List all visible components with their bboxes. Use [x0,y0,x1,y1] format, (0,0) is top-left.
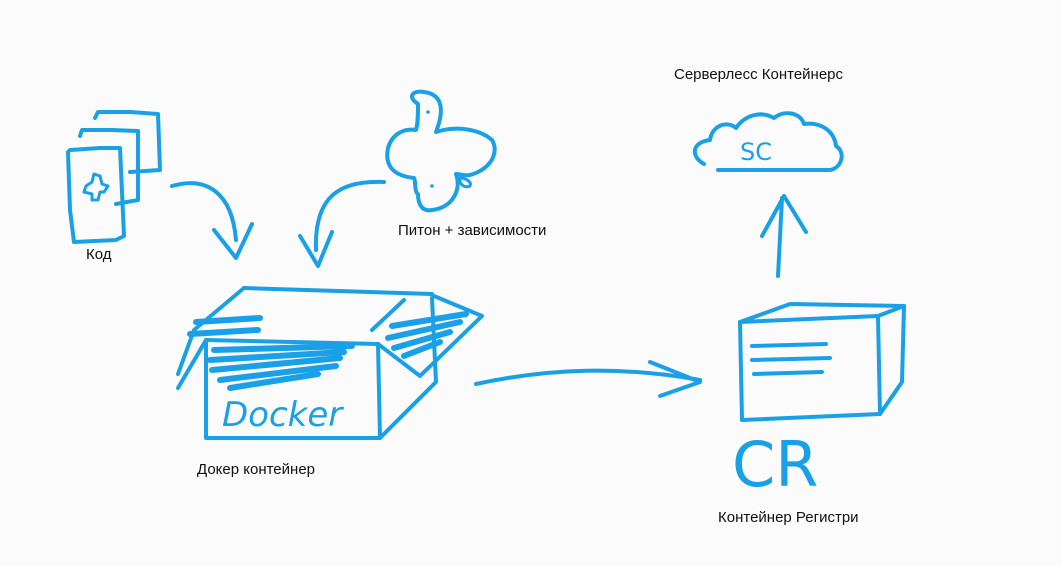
docker-container-label: Докер контейнер [197,461,316,478]
code-files-icon [66,110,162,244]
python-label: Питон + зависимости [398,222,547,239]
arrow-docker-to-registry [474,360,702,398]
container-registry-box: CR [732,302,906,501]
arrow-registry-to-cloud [760,194,808,278]
container-registry-label: Контейнер Регистри [718,509,859,526]
cloud-sketch-text: SC [740,138,772,166]
registry-sketch-text: CR [732,428,818,501]
arrow-python-to-docker [298,179,386,268]
serverless-containers-label: Серверлесс Контейнерс [674,66,844,83]
arrow-code-to-docker [170,181,254,260]
docker-sketch-text: Docker [222,395,344,435]
serverless-cloud-icon: SC [693,111,844,172]
docker-container-box: Docker [176,286,484,440]
python-icon [385,89,497,213]
code-label: Код [86,246,112,263]
